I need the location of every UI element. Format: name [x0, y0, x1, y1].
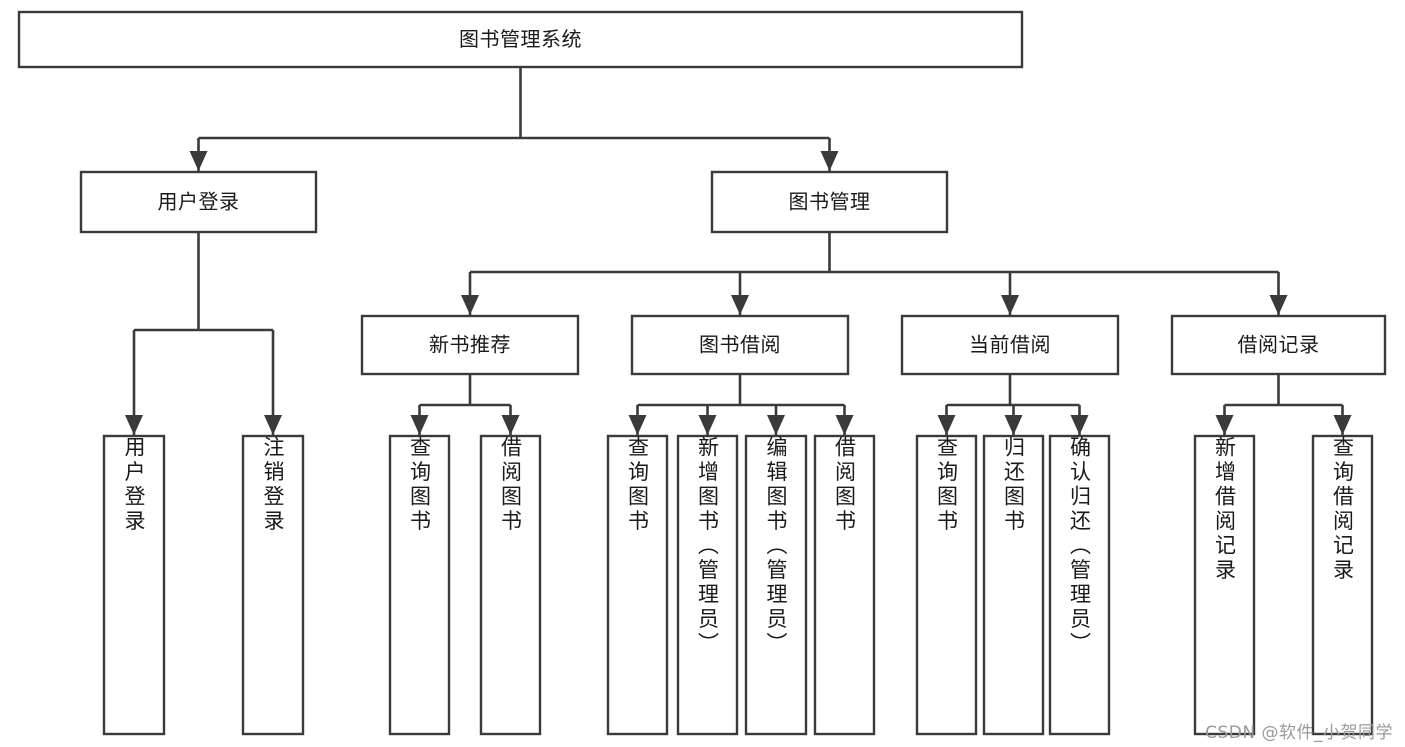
node-box-br-query-record[interactable] [1311, 434, 1374, 736]
node-br-query-record[interactable] [1311, 434, 1374, 736]
arrow-head-icon [698, 415, 717, 435]
node-box-book-borrow[interactable] [630, 314, 850, 376]
watermark-text: CSDN @软件_小贺同学 [1205, 723, 1393, 743]
node-box-bb-add-book[interactable] [676, 434, 739, 736]
arrow-head-icon [767, 415, 785, 435]
node-box-root[interactable] [17, 10, 1024, 69]
node-box-user-logout[interactable] [241, 434, 305, 736]
arrow-head-icon [1269, 295, 1288, 315]
arrow-head-icon [820, 151, 839, 171]
node-bb-borrow-book[interactable] [813, 434, 876, 736]
node-user-login[interactable]: 用户登录 [79, 170, 318, 234]
node-box-cb-confirm-return[interactable] [1048, 434, 1111, 736]
node-cb-return-book[interactable] [982, 434, 1045, 736]
arrow-head-icon [731, 295, 749, 315]
node-box-current-borrow[interactable] [900, 314, 1120, 376]
node-label-borrow-record: 借阅记录 [1238, 333, 1320, 357]
arrow-head-icon [1004, 415, 1023, 435]
node-box-bb-edit-book[interactable] [744, 434, 808, 736]
node-box-cb-return-book[interactable] [982, 434, 1045, 736]
node-box-book-manage[interactable] [710, 170, 949, 234]
node-cb-confirm-return[interactable] [1048, 434, 1111, 736]
arrow-head-icon [1001, 295, 1019, 315]
node-box-borrow-record[interactable] [1170, 314, 1387, 376]
node-label-book-borrow: 图书借阅 [699, 333, 781, 357]
node-book-borrow[interactable]: 图书借阅 [630, 314, 850, 376]
node-nb-borrow-book[interactable] [479, 434, 542, 736]
arrow-head-icon [1215, 415, 1234, 435]
node-label-current-borrow: 当前借阅 [969, 333, 1051, 357]
arrow-head-icon [1070, 415, 1089, 435]
node-new-book-recommend[interactable]: 新书推荐 [360, 314, 580, 376]
arrow-head-icon [264, 415, 282, 435]
arrow-head-icon [835, 415, 854, 435]
node-label-root: 图书管理系统 [459, 27, 582, 51]
node-label-book-manage: 图书管理 [789, 190, 871, 214]
node-label-user-login: 用户登录 [158, 190, 240, 214]
node-box-br-add-record[interactable] [1193, 434, 1256, 736]
arrow-head-icon [125, 415, 143, 435]
node-current-borrow[interactable]: 当前借阅 [900, 314, 1120, 376]
node-borrow-record[interactable]: 借阅记录 [1170, 314, 1387, 376]
arrow-head-icon [628, 415, 647, 435]
node-box-nb-borrow-book[interactable] [479, 434, 542, 736]
node-bb-query-book[interactable] [606, 434, 669, 736]
arrow-head-icon [1333, 415, 1352, 435]
node-label-new-book-recommend: 新书推荐 [429, 333, 511, 357]
node-root[interactable]: 图书管理系统 [17, 10, 1024, 69]
arrow-head-icon [501, 415, 520, 435]
connectors-layer [125, 67, 1352, 435]
node-box-new-book-recommend[interactable] [360, 314, 580, 376]
node-box-bb-borrow-book[interactable] [813, 434, 876, 736]
arrow-head-icon [461, 295, 479, 315]
node-box-user-login[interactable] [79, 170, 318, 234]
arrow-head-icon [410, 415, 429, 435]
node-user-login-do[interactable] [102, 434, 166, 736]
arrow-head-icon [189, 151, 208, 171]
node-box-user-login-do[interactable] [102, 434, 166, 736]
node-bb-add-book[interactable] [676, 434, 739, 736]
node-box-cb-query-book[interactable] [915, 434, 978, 736]
node-cb-query-book[interactable] [915, 434, 978, 736]
node-nb-query-book[interactable] [388, 434, 451, 736]
node-br-add-record[interactable] [1193, 434, 1256, 736]
node-bb-edit-book[interactable] [744, 434, 808, 736]
node-user-logout[interactable] [241, 434, 305, 736]
node-box-bb-query-book[interactable] [606, 434, 669, 736]
node-book-manage[interactable]: 图书管理 [710, 170, 949, 234]
node-box-nb-query-book[interactable] [388, 434, 451, 736]
arrow-head-icon [937, 415, 956, 435]
